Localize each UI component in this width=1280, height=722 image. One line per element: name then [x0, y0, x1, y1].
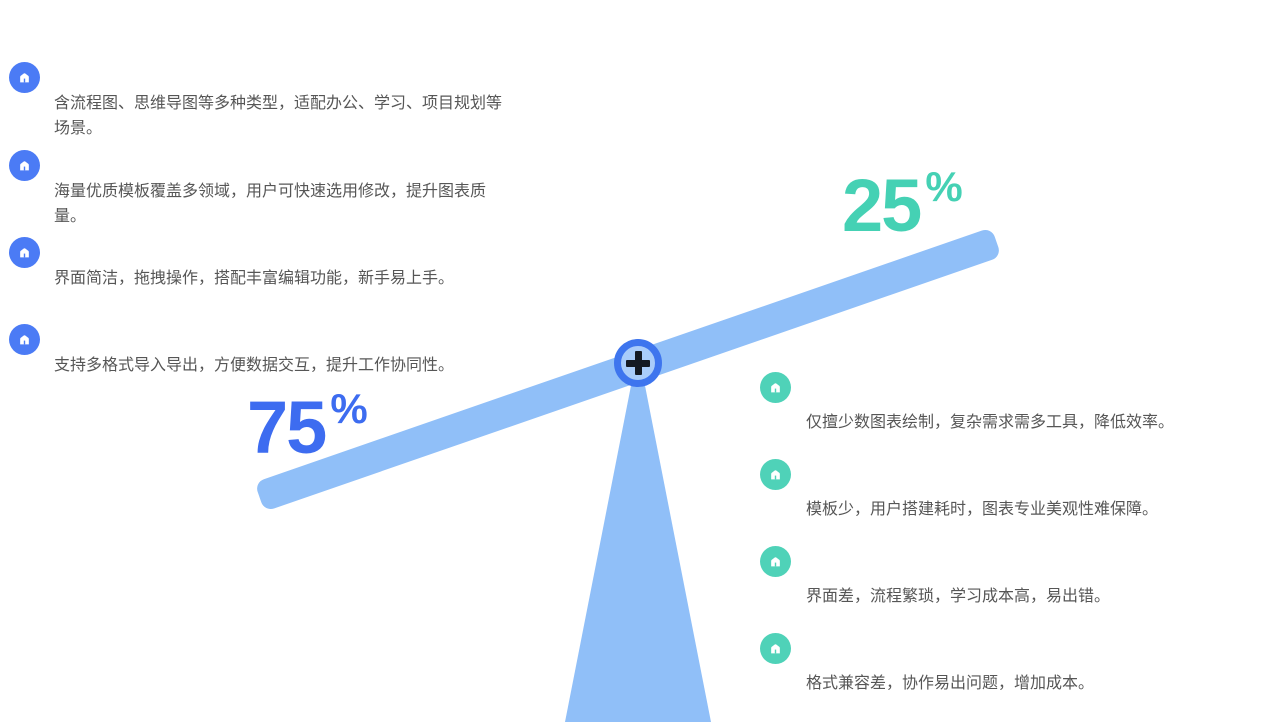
right-item-text: 格式兼容差，协作易出问题，增加成本。 — [806, 675, 1095, 692]
left-percentage: 75 % — [247, 385, 368, 469]
home-icon — [9, 324, 40, 355]
right-item-text: 仅擅少数图表绘制，复杂需求需多工具，降低效率。 — [806, 414, 1175, 431]
right-percentage: 25 % — [842, 163, 963, 247]
fulcrum-triangle — [565, 350, 711, 722]
left-item-text: 海量优质模板覆盖多领域，用户可快速选用修改，提升图表质量。 — [54, 183, 487, 225]
right-percent-symbol: % — [925, 163, 963, 210]
left-item-text: 支持多格式导入导出，方便数据交互，提升工作协同性。 — [54, 357, 455, 374]
home-icon — [760, 372, 791, 403]
pivot-plus-icon — [614, 339, 662, 387]
left-item-text: 含流程图、思维导图等多种类型，适配办公、学习、项目规划等场景。 — [54, 95, 503, 137]
right-item-text: 界面差，流程繁琐，学习成本高，易出错。 — [806, 588, 1111, 605]
left-percent-value: 75 — [247, 386, 327, 469]
home-icon — [9, 150, 40, 181]
right-percent-value: 25 — [842, 164, 922, 247]
home-icon — [760, 459, 791, 490]
home-icon — [9, 62, 40, 93]
right-item-text: 模板少，用户搭建耗时，图表专业美观性难保障。 — [806, 501, 1159, 518]
left-percent-symbol: % — [330, 385, 368, 432]
home-icon — [760, 633, 791, 664]
home-icon — [9, 237, 40, 268]
left-item-text: 界面简洁，拖拽操作，搭配丰富编辑功能，新手易上手。 — [54, 270, 455, 287]
home-icon — [760, 546, 791, 577]
